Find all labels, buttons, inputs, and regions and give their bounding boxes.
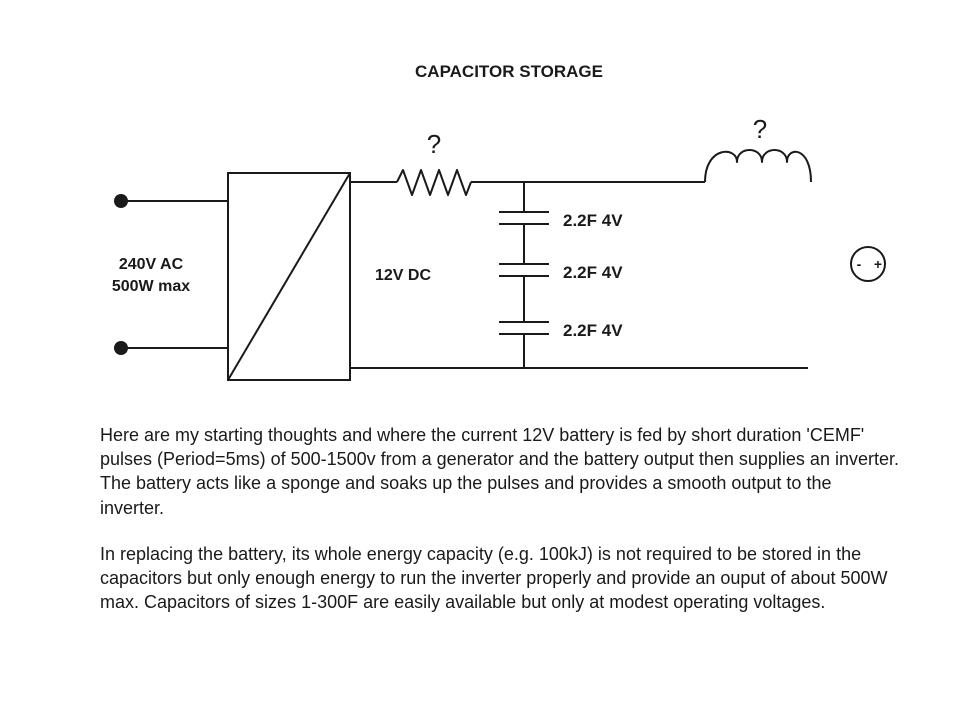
- capacitor-storage-circuit-diagram: CAPACITOR STORAGE 240V AC 500W max ? ? 1…: [112, 62, 886, 381]
- output-meter-circle: [850, 246, 886, 282]
- converter-box: [227, 172, 351, 381]
- description-paragraph-1: Here are my starting thoughts and where …: [100, 425, 899, 518]
- dc-output-label: 12V DC: [375, 267, 431, 284]
- capacitor-stack: [499, 182, 549, 368]
- top-rail: [350, 149, 812, 196]
- output-meter-plus: +: [874, 256, 882, 272]
- resistor-unknown-value: ?: [427, 129, 441, 159]
- output-meter-symbol: - +: [850, 246, 886, 282]
- capacitor-3-label: 2.2F 4V: [563, 321, 623, 340]
- output-meter-minus: -: [857, 256, 862, 272]
- ac-input-label-voltage: 240V AC: [119, 256, 184, 273]
- converter-diagonal: [227, 172, 351, 381]
- ac-input-label-power: 500W max: [112, 278, 190, 295]
- inductor-unknown-value: ?: [753, 114, 767, 144]
- resistor-symbol: [396, 169, 472, 196]
- ac-dc-converter-block: [227, 172, 351, 381]
- capacitor-2-label: 2.2F 4V: [563, 263, 623, 282]
- inductor-symbol: [704, 149, 812, 183]
- ac-input-terminals: [114, 194, 228, 355]
- diagram-title: CAPACITOR STORAGE: [415, 62, 603, 81]
- description-paragraph-2: In replacing the battery, its whole ener…: [100, 544, 888, 613]
- capacitor-1-label: 2.2F 4V: [563, 211, 623, 230]
